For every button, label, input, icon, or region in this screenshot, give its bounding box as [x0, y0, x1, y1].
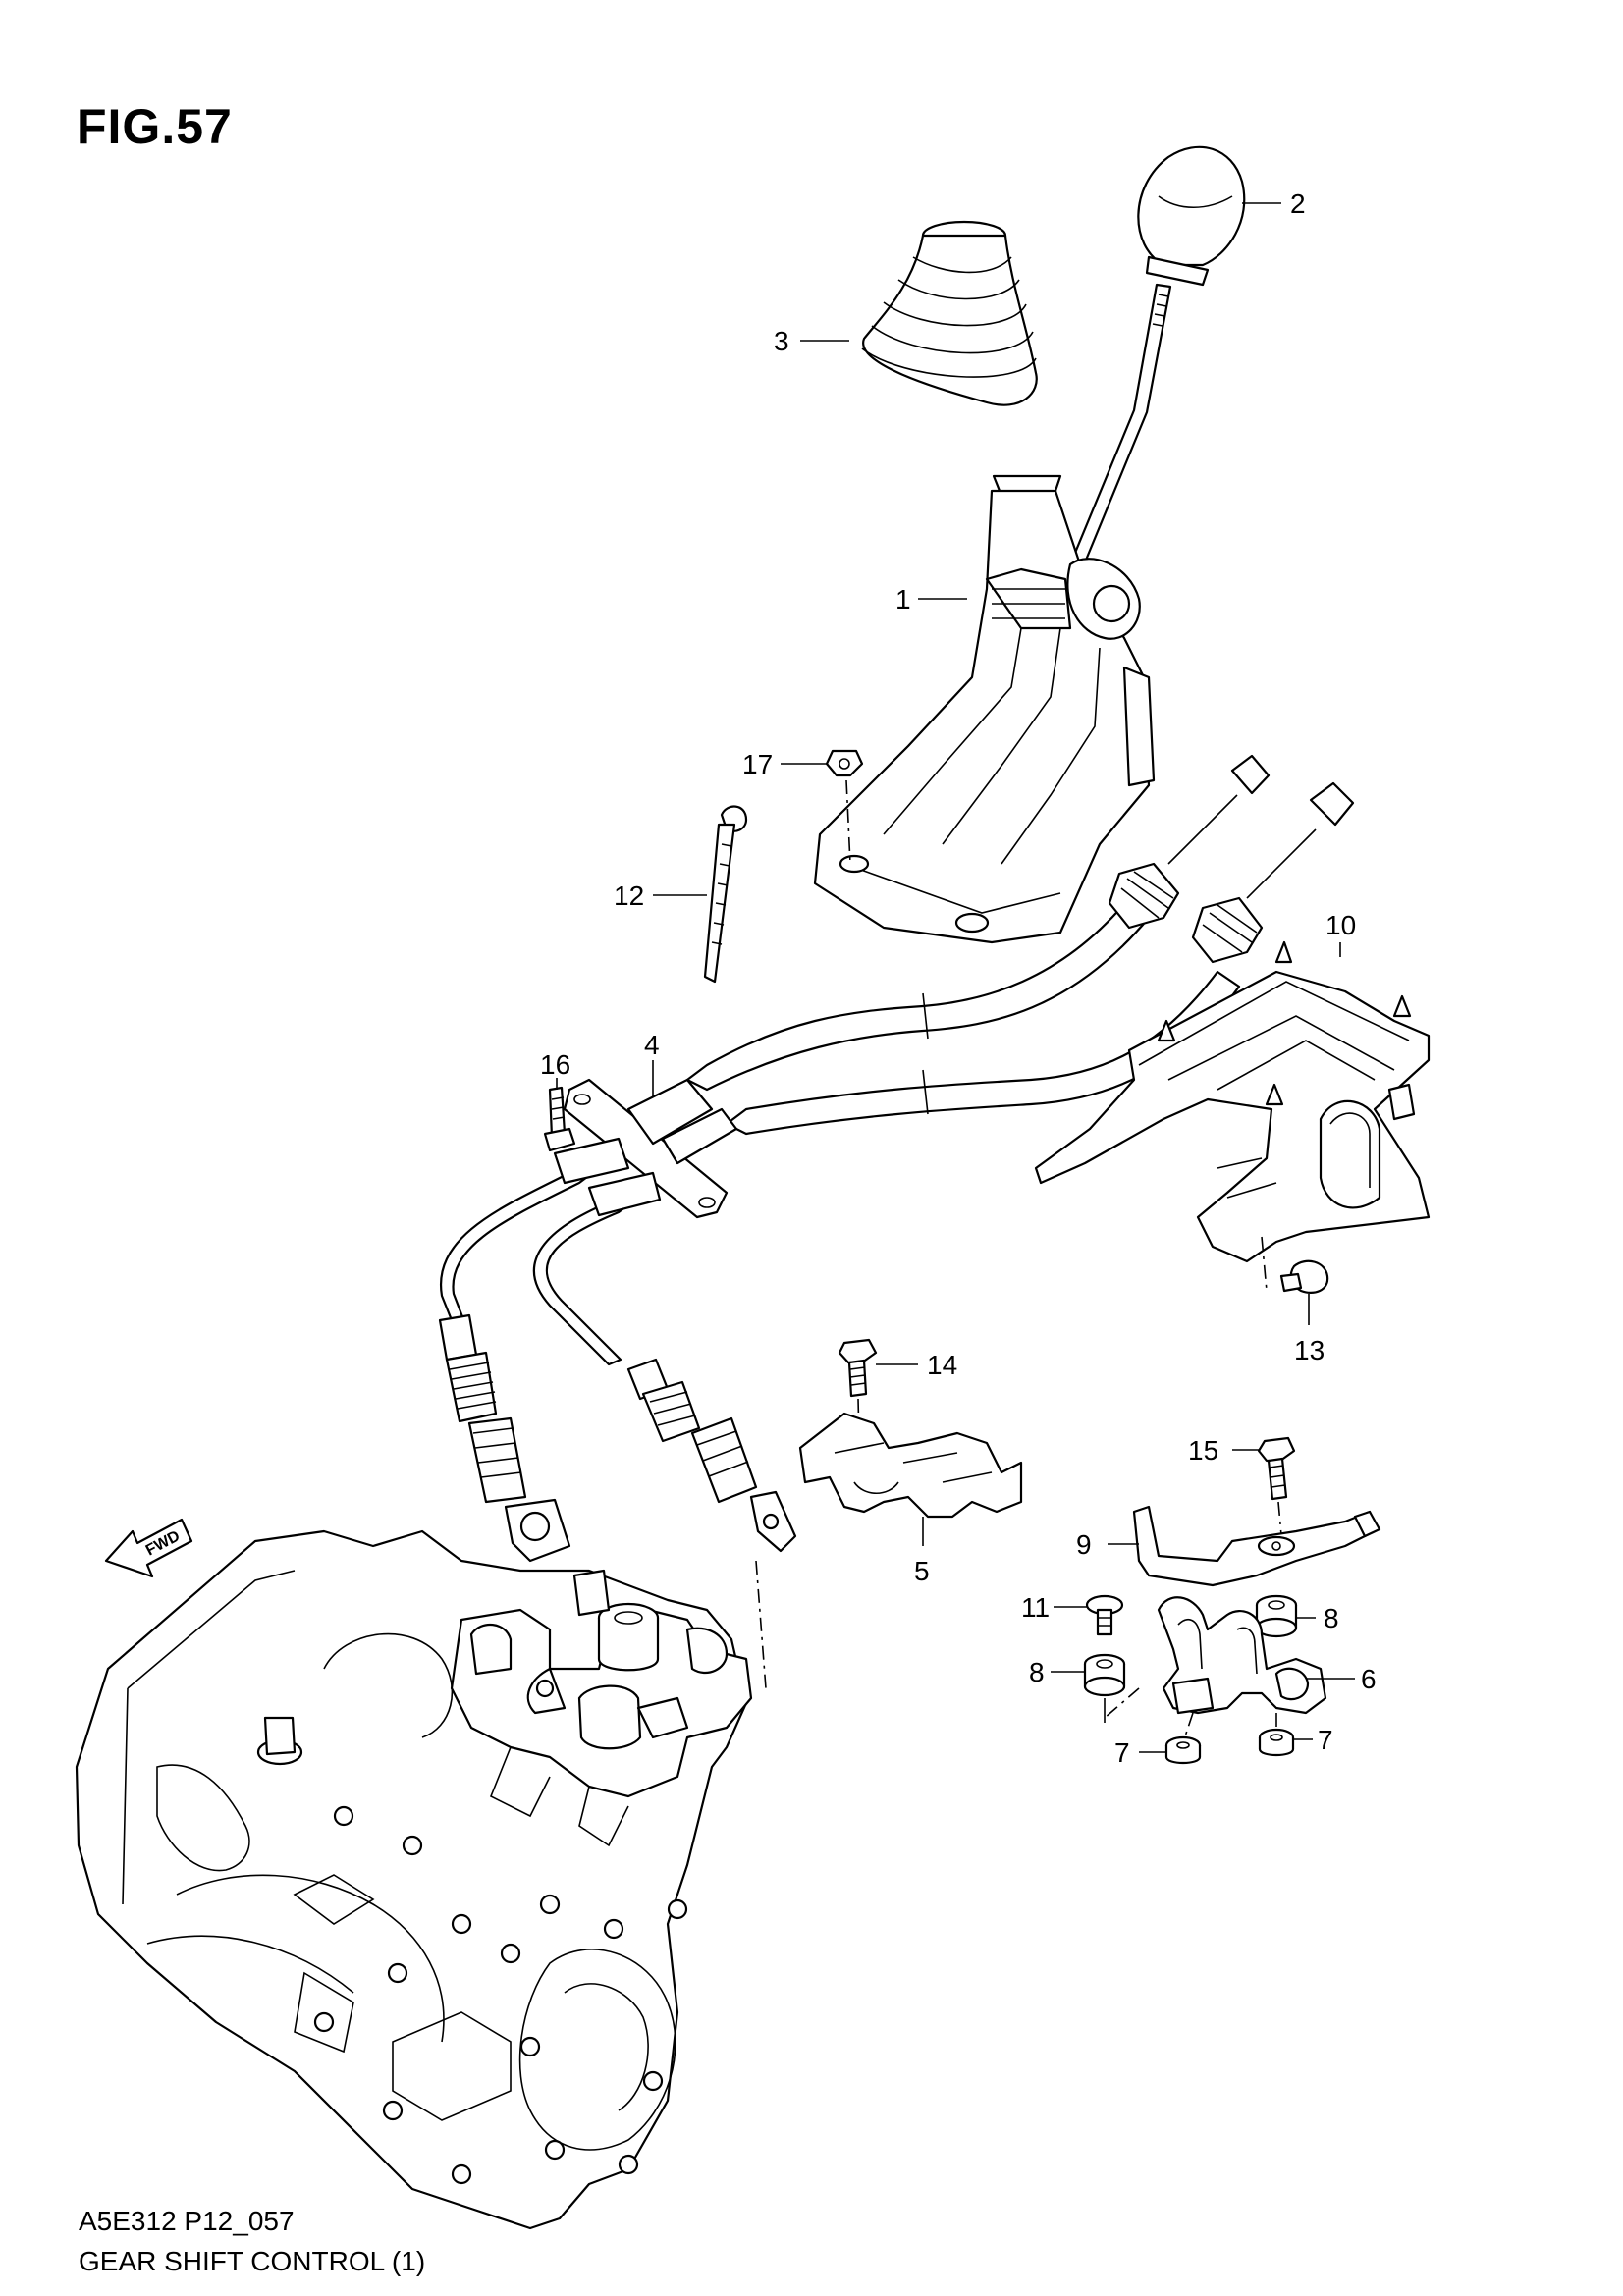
callout-13: 13 [1294, 1335, 1325, 1365]
callout-8-right: 8 [1324, 1603, 1339, 1633]
grommet-8-right [1255, 1594, 1298, 1638]
bracket-6 [1104, 1596, 1327, 1743]
fwd-arrow-icon: FWD [104, 1518, 193, 1578]
callout-10: 10 [1325, 910, 1356, 940]
callout-11: 11 [1021, 1592, 1050, 1623]
callout-1: 1 [895, 584, 911, 614]
callout-6: 6 [1361, 1664, 1377, 1694]
callout-12: 12 [614, 881, 644, 911]
bolt-11 [1085, 1594, 1124, 1636]
shift-boot [861, 220, 1038, 406]
bolt-13 [1279, 1259, 1329, 1294]
cable-end-left [438, 1313, 571, 1563]
grommet-8-left [1083, 1653, 1126, 1697]
bracket-9 [1132, 1505, 1381, 1587]
figure-caption: GEAR SHIFT CONTROL (1) [79, 2246, 426, 2276]
shift-bracket-housing [813, 474, 1156, 944]
grommet-7-right [1258, 1728, 1295, 1757]
grommet-7-left [1164, 1735, 1202, 1765]
shift-lever [1066, 283, 1172, 576]
cable-tie [703, 805, 748, 984]
callout-7-left: 7 [1114, 1737, 1130, 1768]
cable-bracket-5 [798, 1412, 1023, 1519]
drawing-code: A5E312 P12_057 [79, 2206, 295, 2236]
select-shift-mechanism [450, 1569, 753, 1847]
floor-bracket [1034, 940, 1431, 1292]
callout-8-left: 8 [1029, 1657, 1045, 1687]
callout-16: 16 [540, 1049, 570, 1080]
callout-17: 17 [742, 749, 773, 779]
callout-3: 3 [774, 326, 789, 356]
cable-end-right [626, 1358, 797, 1689]
callout-15: 15 [1188, 1435, 1218, 1466]
callout-7-right: 7 [1318, 1725, 1333, 1755]
bolt-15 [1257, 1436, 1296, 1547]
callout-9: 9 [1076, 1529, 1092, 1560]
callout-2: 2 [1290, 188, 1306, 219]
bolt-16 [543, 1086, 576, 1152]
shift-knob [1137, 145, 1246, 287]
callout-14: 14 [927, 1350, 957, 1380]
callout-5: 5 [914, 1556, 930, 1586]
figure-title: FIG.57 [77, 99, 233, 154]
callout-4: 4 [644, 1030, 660, 1060]
